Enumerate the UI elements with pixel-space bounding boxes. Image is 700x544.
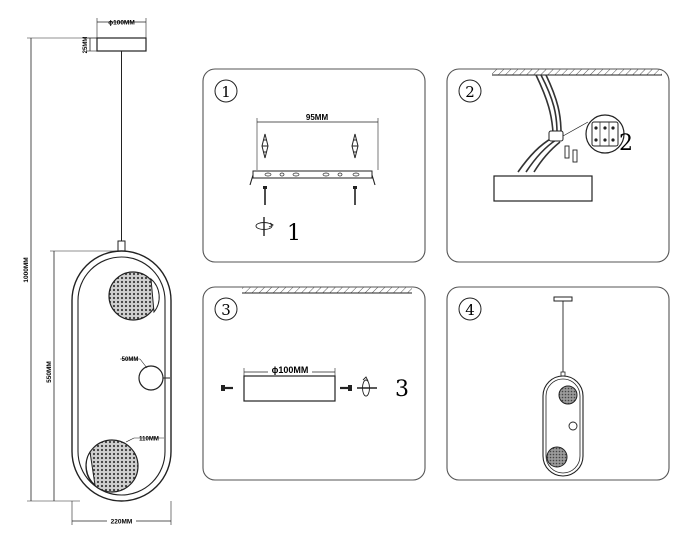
canopy-step-3	[243, 375, 336, 402]
step-3-panel: 3 ϕ100MM 3	[202, 286, 426, 481]
lamp-frame-outer	[71, 250, 172, 502]
step-4-number: 4	[465, 301, 475, 319]
screw-right	[353, 186, 357, 205]
wall-anchor-left	[261, 133, 269, 159]
wall-anchor-right	[351, 133, 359, 159]
cable-connector	[117, 240, 126, 252]
glass-ball: 50MM	[120, 357, 170, 391]
body-height-label: 550MM	[46, 361, 53, 383]
total-height-label: 1000MM	[23, 257, 30, 282]
step-2-panel: 2 2	[446, 68, 670, 263]
canopy-step-2	[493, 175, 593, 202]
ball-diameter-label: 50MM	[122, 357, 139, 363]
screw-left	[263, 186, 267, 205]
total-height-dimension: 1000MM	[23, 37, 97, 502]
canopy-diameter-dimension: ϕ100MM	[96, 18, 147, 38]
body-width-label: 220MM	[111, 519, 133, 526]
top-shade-installed	[558, 385, 578, 405]
lamp-frame-inner	[77, 256, 166, 496]
step-3-action-number: 3	[395, 377, 409, 402]
side-screw-right	[340, 385, 352, 391]
lamp-frame-installed-inner	[545, 378, 581, 474]
ball-installed	[568, 421, 578, 431]
step-2-action-number: 2	[619, 131, 633, 156]
dimension-drawing: ϕ100MM 25MM 1000MM 550MM	[23, 18, 172, 526]
step-2-number: 2	[465, 83, 475, 101]
side-screw-left	[221, 385, 233, 391]
canopy	[96, 37, 147, 52]
body-height-dimension: 550MM	[46, 250, 121, 501]
body-width-dimension: 220MM	[71, 501, 172, 526]
step-1-action-number: 1	[287, 221, 301, 246]
canopy-height-label: 25MM	[83, 37, 89, 54]
top-shade	[108, 271, 160, 321]
lamp-frame-installed-outer	[542, 375, 584, 477]
shade-diameter-label: 110MM	[139, 437, 159, 443]
step-1-panel: 1 95MM	[202, 68, 426, 263]
canopy-installed	[553, 296, 573, 302]
terminal-block-magnified	[585, 114, 625, 154]
bracket-spacing-label: 95MM	[306, 113, 329, 122]
rotate-screwdriver-icon	[255, 217, 274, 236]
step-4-panel: 4	[446, 286, 670, 481]
ceiling-hatch	[492, 69, 662, 75]
mounting-bracket	[249, 170, 376, 186]
bottom-shade-installed	[546, 446, 568, 468]
canopy-diameter-label: ϕ100MM	[108, 20, 135, 27]
step-3-number: 3	[221, 301, 231, 319]
rotate-screwdriver-icon-3	[357, 376, 377, 397]
wire-connector-small	[548, 130, 564, 142]
connector-plugs	[564, 145, 578, 163]
step-1-number: 1	[221, 83, 231, 101]
ceiling-wires	[535, 74, 562, 134]
ceiling-hatch-3	[242, 287, 412, 293]
canopy-diameter-step-3: ϕ100MM	[272, 365, 309, 375]
bottom-shade: 110MM	[85, 437, 164, 493]
